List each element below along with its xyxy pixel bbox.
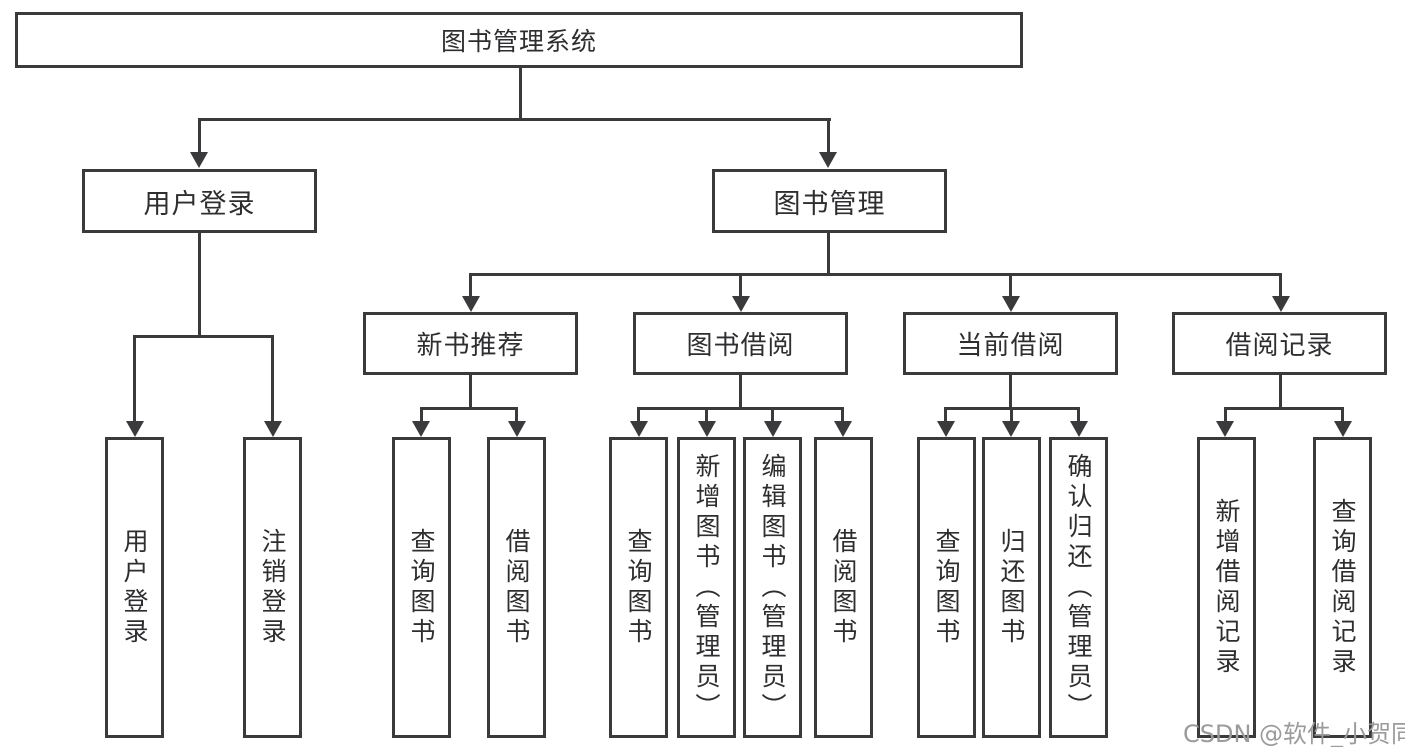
arrow-down-icon — [1272, 296, 1290, 312]
node-label: 新增借阅记录 — [1212, 497, 1241, 678]
node-label: 查询图书 — [407, 527, 436, 648]
connector-group-stem — [1279, 375, 1282, 409]
node-label: 新增图书（管理员） — [692, 452, 721, 723]
arrow-down-icon — [412, 421, 430, 437]
leaf-query-borrow-record: 查询借阅记录 — [1313, 437, 1372, 738]
connector-group-stem — [739, 375, 742, 409]
connector-arrow-stem — [1077, 407, 1080, 422]
node-label: 注销登录 — [258, 527, 287, 648]
node-label: 归还图书 — [997, 527, 1026, 648]
arrow-down-icon — [508, 421, 526, 437]
connector-arrow-stem — [271, 335, 274, 421]
connector-arrow-stem — [198, 118, 201, 153]
connector-arrow-stem — [841, 407, 844, 422]
node-book-borrowing: 图书借阅 — [633, 312, 848, 375]
arrow-down-icon — [1334, 421, 1352, 437]
node-label: 查询图书 — [624, 527, 653, 648]
node-label: 图书管理系统 — [440, 27, 597, 56]
leaf-user-login: 用户登录 — [105, 437, 164, 738]
connector-login-stem — [198, 233, 201, 335]
arrow-down-icon — [937, 421, 955, 437]
arrow-down-icon — [630, 421, 648, 437]
leaf-add-books-admin: 新增图书（管理员） — [677, 437, 736, 738]
node-label: 图书管理 — [773, 188, 886, 220]
connector-login-bar — [133, 335, 274, 338]
node-label: 图书借阅 — [686, 331, 795, 361]
arrow-down-icon — [764, 421, 782, 437]
leaf-logout: 注销登录 — [243, 437, 302, 738]
node-new-book-recommendation: 新书推荐 — [363, 312, 578, 375]
arrow-down-icon — [698, 421, 716, 437]
connector-arrow-stem — [1224, 407, 1227, 422]
csdn-watermark: CSDN @软件_小贺同学 — [1183, 720, 1405, 747]
node-current-borrowing: 当前借阅 — [903, 312, 1118, 375]
connector-arrow-stem — [771, 407, 774, 422]
leaf-confirm-return-admin: 确认归还（管理员） — [1049, 437, 1108, 738]
connector-group-stem — [469, 375, 472, 409]
connector-arrow-stem — [944, 407, 947, 422]
arrow-down-icon — [126, 421, 144, 437]
node-label: 确认归还（管理员） — [1064, 452, 1093, 723]
leaf-borrow-books: 借阅图书 — [487, 437, 546, 738]
connector-group2-bar — [637, 407, 844, 410]
arrow-down-icon — [264, 421, 282, 437]
leaf-return-books: 归还图书 — [982, 437, 1041, 738]
leaf-query-books: 查询图书 — [392, 437, 451, 738]
leaf-add-borrow-record: 新增借阅记录 — [1197, 437, 1256, 738]
connector-arrow-stem — [515, 407, 518, 422]
node-label: 借阅图书 — [829, 527, 858, 648]
node-label: 新书推荐 — [416, 331, 525, 361]
node-library-management-system: 图书管理系统 — [15, 12, 1023, 68]
node-label: 当前借阅 — [956, 331, 1065, 361]
leaf-borrow-books: 借阅图书 — [814, 437, 873, 738]
node-label: 查询图书 — [932, 527, 961, 648]
node-label: 借阅记录 — [1225, 331, 1334, 361]
connector-arrow-stem — [420, 407, 423, 422]
connector-arrow-stem — [1009, 273, 1012, 296]
connector-level2-bar — [198, 118, 831, 121]
connector-arrow-stem — [705, 407, 708, 422]
connector-management-stem — [827, 233, 830, 273]
leaf-edit-books-admin: 编辑图书（管理员） — [743, 437, 802, 738]
connector-arrow-stem — [1279, 273, 1282, 296]
arrow-down-icon — [190, 152, 208, 168]
connector-arrow-stem — [637, 407, 640, 422]
arrow-down-icon — [819, 152, 837, 168]
node-borrowing-records: 借阅记录 — [1172, 312, 1387, 375]
connector-group1-bar — [420, 407, 517, 410]
connector-arrow-stem — [1341, 407, 1344, 422]
arrow-down-icon — [1070, 421, 1088, 437]
arrow-down-icon — [462, 296, 480, 312]
connector-arrow-stem — [1010, 407, 1013, 422]
arrow-down-icon — [834, 421, 852, 437]
leaf-query-books: 查询图书 — [609, 437, 668, 738]
node-label: 用户登录 — [143, 188, 256, 220]
connector-arrow-stem — [827, 118, 830, 153]
arrow-down-icon — [1002, 296, 1020, 312]
arrow-down-icon — [1216, 421, 1234, 437]
connector-group-stem — [1009, 375, 1012, 409]
connector-group4-bar — [1224, 407, 1343, 410]
connector-arrow-stem — [133, 335, 136, 421]
node-label: 查询借阅记录 — [1328, 497, 1357, 678]
connector-level3-bar — [470, 273, 1281, 276]
connector-root-stem — [519, 68, 522, 118]
node-label: 编辑图书（管理员） — [758, 452, 787, 723]
connector-arrow-stem — [469, 273, 472, 296]
connector-arrow-stem — [739, 273, 742, 296]
leaf-query-books: 查询图书 — [917, 437, 976, 738]
arrow-down-icon — [1002, 421, 1020, 437]
node-label: 借阅图书 — [502, 527, 531, 648]
node-book-management: 图书管理 — [712, 169, 947, 233]
node-label: 用户登录 — [120, 527, 149, 648]
arrow-down-icon — [732, 296, 750, 312]
node-user-login: 用户登录 — [82, 169, 317, 233]
